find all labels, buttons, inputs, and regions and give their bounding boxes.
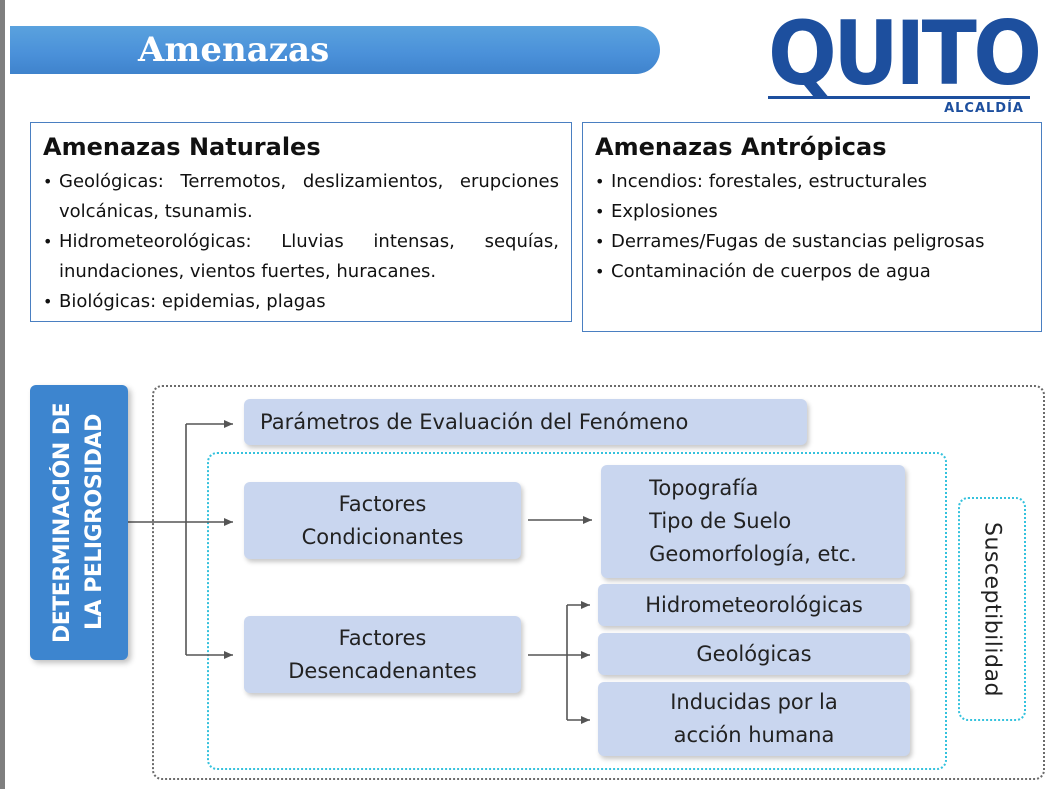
node-inducidas: Inducidas por la acción humana <box>598 682 910 756</box>
header-bar <box>10 26 660 74</box>
antropicas-item-explosiones: Explosiones <box>595 197 1029 227</box>
logo-wordmark: QUITO <box>768 2 1042 105</box>
naturales-list: Geológicas: Terremotos, deslizamientos, … <box>43 167 559 317</box>
node-factores-condicionantes: Factores Condicionantes <box>244 482 521 559</box>
antropicas-item-incendios: Incendios: forestales, estructurales <box>595 167 1029 197</box>
naturales-item-biologicas: Biológicas: epidemias, plagas <box>43 287 559 317</box>
page-left-border <box>0 0 5 789</box>
node-condicionantes-detail: Topografía Tipo de Suelo Geomorfología, … <box>601 465 905 578</box>
node-parametros: Parámetros de Evaluación del Fenómeno <box>244 399 807 445</box>
node-geologicas-text: Geológicas <box>696 641 812 666</box>
naturales-item-hidrometeorologicas: Hidrometeorológicas: Lluvias intensas, s… <box>43 227 559 287</box>
panel-amenazas-naturales: Amenazas Naturales Geológicas: Terremoto… <box>30 122 572 322</box>
naturales-title: Amenazas Naturales <box>43 133 321 161</box>
node-parametros-text: Parámetros de Evaluación del Fenómeno <box>260 409 689 434</box>
detail-geomorfologia: Geomorfología, etc. <box>649 542 857 566</box>
node-condicionantes-text: Factores Condicionantes <box>301 491 464 549</box>
naturales-item-geologicas: Geológicas: Terremotos, deslizamientos, … <box>43 167 559 227</box>
detail-tipo-suelo: Tipo de Suelo <box>649 509 792 533</box>
node-geologicas: Geológicas <box>598 633 910 675</box>
susceptibilidad-label-frame <box>958 497 1026 721</box>
susceptibilidad-frame <box>207 452 947 770</box>
node-desencadenantes-text: Factores Desencadenantes <box>288 625 477 683</box>
antropicas-list: Incendios: forestales, estructurales Exp… <box>595 167 1029 287</box>
peligrosidad-outer-frame <box>152 385 1045 780</box>
antropicas-item-contaminacion: Contaminación de cuerpos de agua <box>595 257 1029 287</box>
page-title: Amenazas <box>138 30 330 70</box>
panel-amenazas-antropicas: Amenazas Antrópicas Incendios: forestale… <box>582 122 1042 332</box>
node-determinacion-text: DETERMINACIÓN DE LA PELIGROSIDAD <box>50 402 107 643</box>
antropicas-title: Amenazas Antrópicas <box>595 133 887 161</box>
susceptibilidad-label: Susceptibilidad <box>958 497 1026 721</box>
node-hidro-text: Hidrometeorológicas <box>645 592 863 617</box>
logo-subtitle: ALCALDÍA <box>944 101 1024 116</box>
logo-underline <box>768 96 1030 99</box>
condicionantes-detail-list: Topografía Tipo de Suelo Geomorfología, … <box>649 472 857 571</box>
antropicas-item-derrames: Derrames/Fugas de sustancias peligrosas <box>595 227 1029 257</box>
susceptibilidad-text: Susceptibilidad <box>979 521 1005 697</box>
node-determinacion-peligrosidad: DETERMINACIÓN DE LA PELIGROSIDAD <box>30 385 128 660</box>
detail-topografia: Topografía <box>649 476 759 500</box>
node-inducidas-text: Inducidas por la acción humana <box>670 690 838 747</box>
quito-logo: QUITO ALCALDÍA <box>768 2 1042 116</box>
node-factores-desencadenantes: Factores Desencadenantes <box>244 616 521 693</box>
node-hidrometeorologicas: Hidrometeorológicas <box>598 584 910 626</box>
